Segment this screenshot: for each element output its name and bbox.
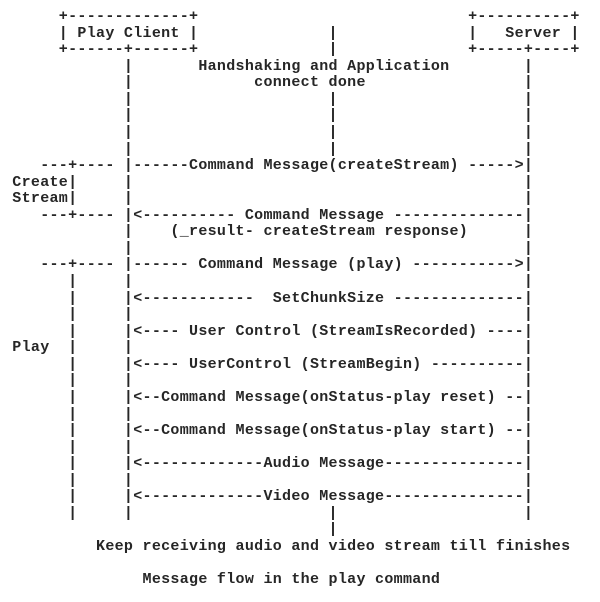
ascii-sequence-diagram: +-------------+ +----------+ | Play Clie… <box>12 8 580 539</box>
footer-note: Keep receiving audio and video stream ti… <box>3 538 571 555</box>
diagram-caption: Message flow in the play command <box>3 571 441 589</box>
